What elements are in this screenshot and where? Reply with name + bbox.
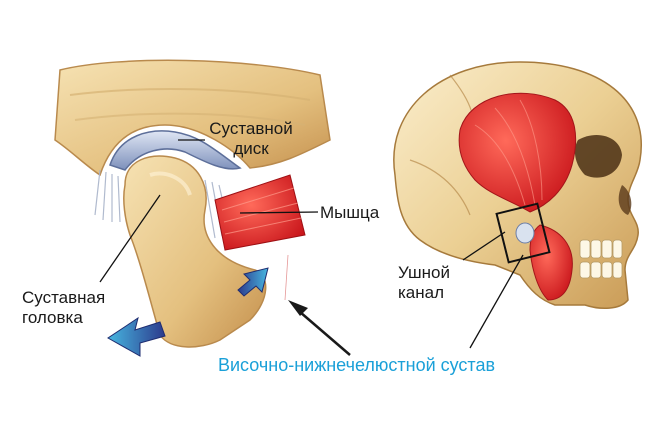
leader-ear [462,231,506,261]
label-ear-canal-line2: канал [398,283,445,302]
skull-illustration [393,61,642,349]
mandibular-condyle [123,155,267,348]
label-articular-disc: Суставной диск [204,119,298,159]
label-ear-canal-line1: Ушной [398,263,451,282]
ear-canal [515,222,535,244]
nasal-cavity [618,185,632,215]
leader-muscle [239,211,319,214]
movement-arrow-left [107,316,166,357]
leader-joint [469,254,524,349]
temporalis-muscle [458,92,577,213]
label-condyle-head-line1: Суставная [22,288,106,307]
leader-head [99,194,161,283]
label-muscle: Мышца [320,203,380,222]
teeth [579,239,623,279]
eye-socket [574,135,622,178]
joint-highlight-box [495,202,551,264]
caption-pointer-arrow [299,311,351,356]
label-condyle-head: Суставная головка [22,288,105,328]
articular-disc [109,130,242,171]
label-ear-canal: Ушной канал [398,263,450,303]
label-condyle-head-line2: головка [22,308,83,327]
label-articular-disc-line2: диск [233,139,269,158]
joint-closeup [54,59,351,357]
caption-tmj: Височно-нижнечелюстной сустав [218,355,496,375]
label-articular-disc-line1: Суставной [209,119,293,138]
movement-arrow-up [237,267,269,297]
